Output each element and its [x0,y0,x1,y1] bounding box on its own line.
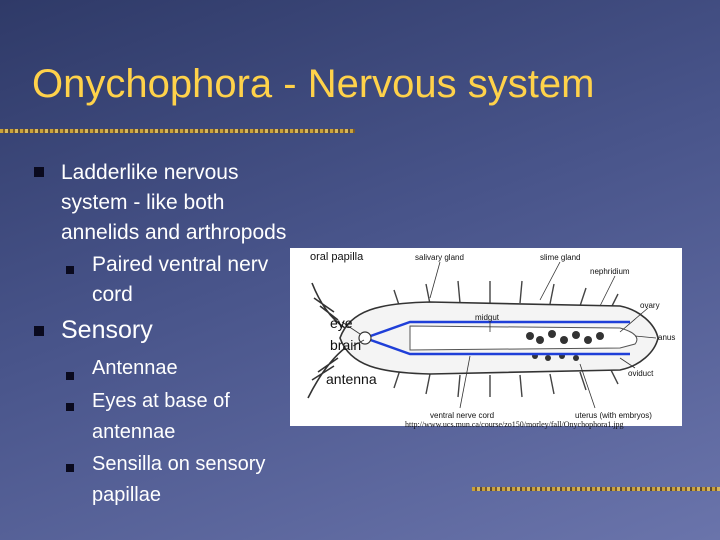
sub-bullet-line: papillae [92,484,161,506]
title-divider [0,129,355,133]
sub-bullet-marker [66,372,74,380]
bullet-2-sub-1: Antennae [92,353,178,384]
slide-title: Onychophora - Nervous system [32,62,595,106]
bullet-1-sub-line: Paired ventral nerv [92,253,269,276]
label-antenna: antenna [326,371,377,387]
bullet-1-sub-text: Paired ventral nerv [92,250,268,280]
sub-bullet-line: Antennae [92,357,178,379]
label-oviduct: oviduct [628,369,654,378]
bottom-divider [472,487,720,491]
bullet-1-sub-text-cont: cord [92,280,133,310]
sub-bullet-marker [66,464,74,472]
sub-bullet-line: Sensilla on sensory [92,453,266,475]
label-eye: eye [330,315,353,331]
label-nephridium: nephridium [590,267,630,276]
bullet-marker [34,326,44,336]
bullet-1-line: system - like both [61,191,225,214]
diagram-svg: oral papilla salivary gland slime gland … [307,251,675,420]
label-anus: anus [658,333,675,342]
sub-bullet-marker [66,403,74,411]
sub-bullet-line: antennae [92,421,176,443]
label-slime-gland: slime gland [540,253,580,262]
legs-shape [393,280,619,398]
bullet-1-sub-line: cord [92,283,133,306]
label-uterus: uterus (with embryos) [575,411,652,420]
bullet-2-sub-2: Eyes at base of antennae [92,386,230,448]
label-brain: brain [330,337,361,353]
nerve-cord-upper [364,320,630,340]
bullet-1-line: annelids and arthropods [61,221,287,244]
label-ventral-nerve-cord: ventral nerve cord [430,411,494,420]
label-oral-papilla: oral papilla [310,251,364,263]
gut-shape [409,325,638,351]
label-salivary-gland: salivary gland [415,253,464,262]
bullet-1-line: Ladderlike nervous [61,161,239,184]
sub-bullet-marker [66,266,74,274]
label-ovary: ovary [640,301,660,310]
bullet-2-text: Sensory [61,316,153,344]
bullet-2-sub-3: Sensilla on sensory papillae [92,449,265,511]
label-midgut: midgut [475,313,500,322]
bullet-marker [34,167,44,177]
sub-bullet-line: Eyes at base of [92,390,230,412]
leader-lines [341,261,657,409]
antenna-shape [307,282,346,399]
image-source-url: http://www.ucs.mun.ca/course/zo150/morle… [405,420,624,429]
bullet-1-text: Ladderlike nervous system - like both an… [61,158,286,248]
nerve-cord-lower [364,336,630,356]
onychophora-diagram: oral papilla salivary gland slime gland … [290,248,682,426]
